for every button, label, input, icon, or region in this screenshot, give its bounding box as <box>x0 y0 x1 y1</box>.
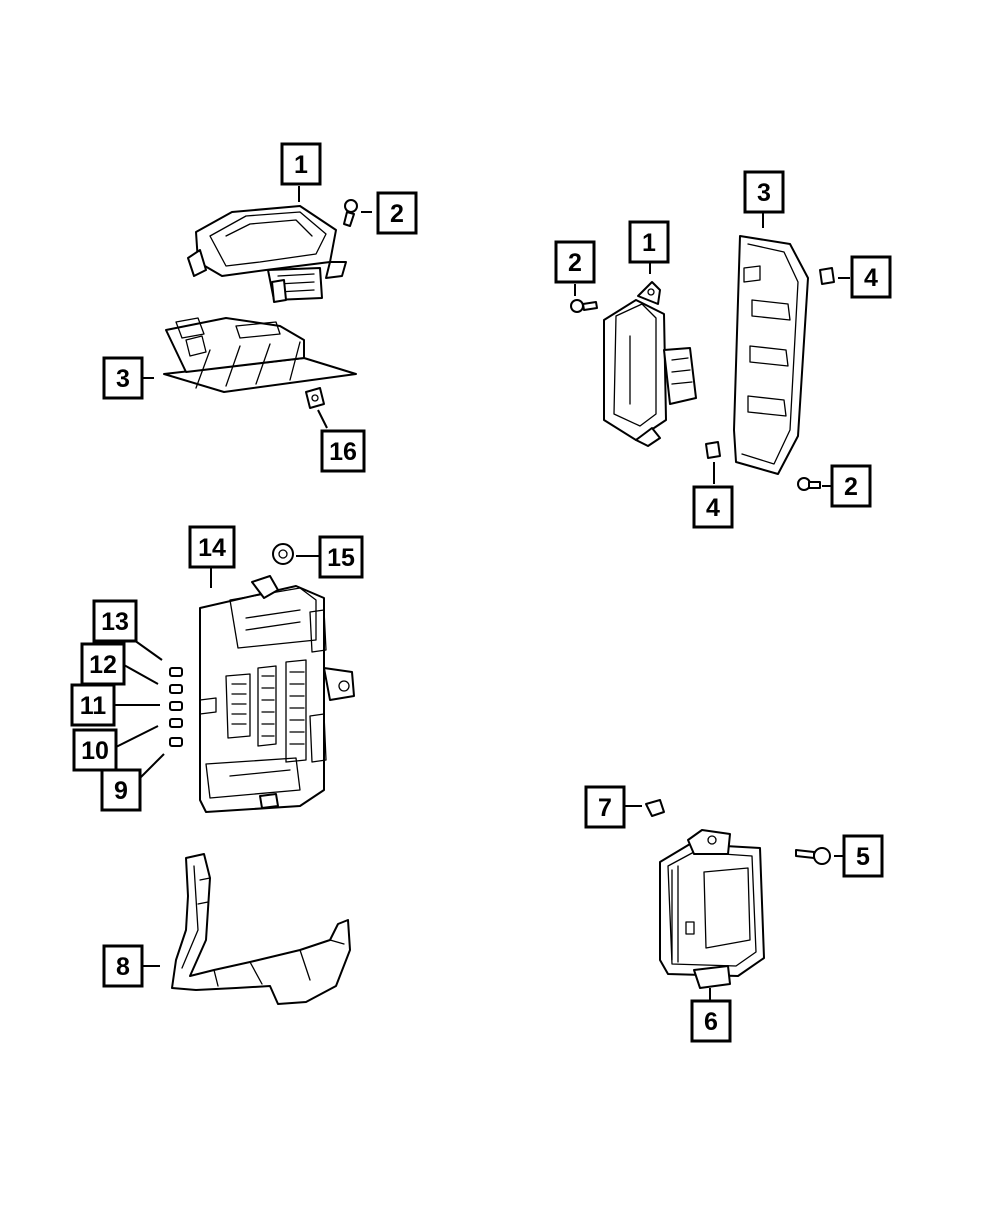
bolt-drawing <box>795 847 831 865</box>
callout-9: 9 <box>100 768 142 812</box>
svg-text:3: 3 <box>116 365 130 393</box>
control-module-drawing <box>603 281 697 447</box>
screw-drawing <box>343 199 358 227</box>
svg-text:15: 15 <box>327 544 355 572</box>
callout-3: 3 <box>743 170 785 214</box>
control-module-drawing <box>187 205 347 303</box>
callout-3: 3 <box>102 356 144 400</box>
fuse-drawing <box>169 667 183 747</box>
callout-11: 11 <box>70 683 116 727</box>
svg-text:1: 1 <box>642 229 656 257</box>
callout-16: 16 <box>320 429 366 473</box>
callout-8: 8 <box>102 944 144 988</box>
svg-text:4: 4 <box>706 494 720 522</box>
svg-text:2: 2 <box>568 249 582 277</box>
bracket-drawing <box>163 317 357 393</box>
module-assembly-top-left: 1 2 3 16 <box>102 142 418 473</box>
junction-block-drawing <box>199 575 355 813</box>
screw-drawing <box>797 477 821 491</box>
callout-2: 2 <box>830 464 872 508</box>
svg-text:7: 7 <box>598 794 612 822</box>
callout-13: 13 <box>92 599 138 643</box>
callout-7: 7 <box>584 785 626 829</box>
svg-text:13: 13 <box>101 608 129 636</box>
svg-text:12: 12 <box>89 651 117 679</box>
callout-5: 5 <box>842 834 884 878</box>
callout-4: 4 <box>850 255 892 299</box>
nut-drawing <box>705 441 721 459</box>
svg-text:4: 4 <box>864 264 878 292</box>
callout-4: 4 <box>692 485 734 529</box>
svg-text:16: 16 <box>329 438 357 466</box>
support-bracket-assembly: 8 <box>102 853 351 1005</box>
clip-drawing <box>645 799 665 817</box>
svg-text:1: 1 <box>294 151 308 179</box>
svg-text:5: 5 <box>856 843 870 871</box>
callout-14: 14 <box>188 525 236 569</box>
support-bracket-drawing <box>171 853 351 1005</box>
callout-15: 15 <box>318 535 364 579</box>
svg-text:6: 6 <box>704 1008 718 1036</box>
screw-drawing <box>570 299 598 313</box>
svg-text:8: 8 <box>116 953 130 981</box>
bracket-drawing <box>733 235 809 475</box>
nut-drawing <box>819 267 835 285</box>
module-assembly-bottom-right: 7 5 6 <box>584 785 884 1043</box>
callout-10: 10 <box>72 728 118 772</box>
module-assembly-top-right: 3 2 1 4 4 2 <box>554 170 892 529</box>
callout-12: 12 <box>80 642 126 686</box>
svg-text:9: 9 <box>114 777 128 805</box>
callout-1: 1 <box>628 220 670 264</box>
svg-text:11: 11 <box>80 692 107 720</box>
junction-block-assembly: 14 15 13 12 11 10 9 <box>70 525 364 813</box>
control-module-drawing <box>659 829 765 989</box>
callout-2: 2 <box>376 191 418 235</box>
svg-text:14: 14 <box>198 534 226 562</box>
clip-nut-drawing <box>305 387 325 409</box>
svg-text:2: 2 <box>844 473 858 501</box>
callout-1: 1 <box>280 142 322 186</box>
callout-2: 2 <box>554 240 596 284</box>
svg-text:10: 10 <box>81 737 109 765</box>
callout-6: 6 <box>690 999 732 1043</box>
bolt-drawing <box>272 543 294 565</box>
svg-text:3: 3 <box>757 179 771 207</box>
svg-text:2: 2 <box>390 200 404 228</box>
